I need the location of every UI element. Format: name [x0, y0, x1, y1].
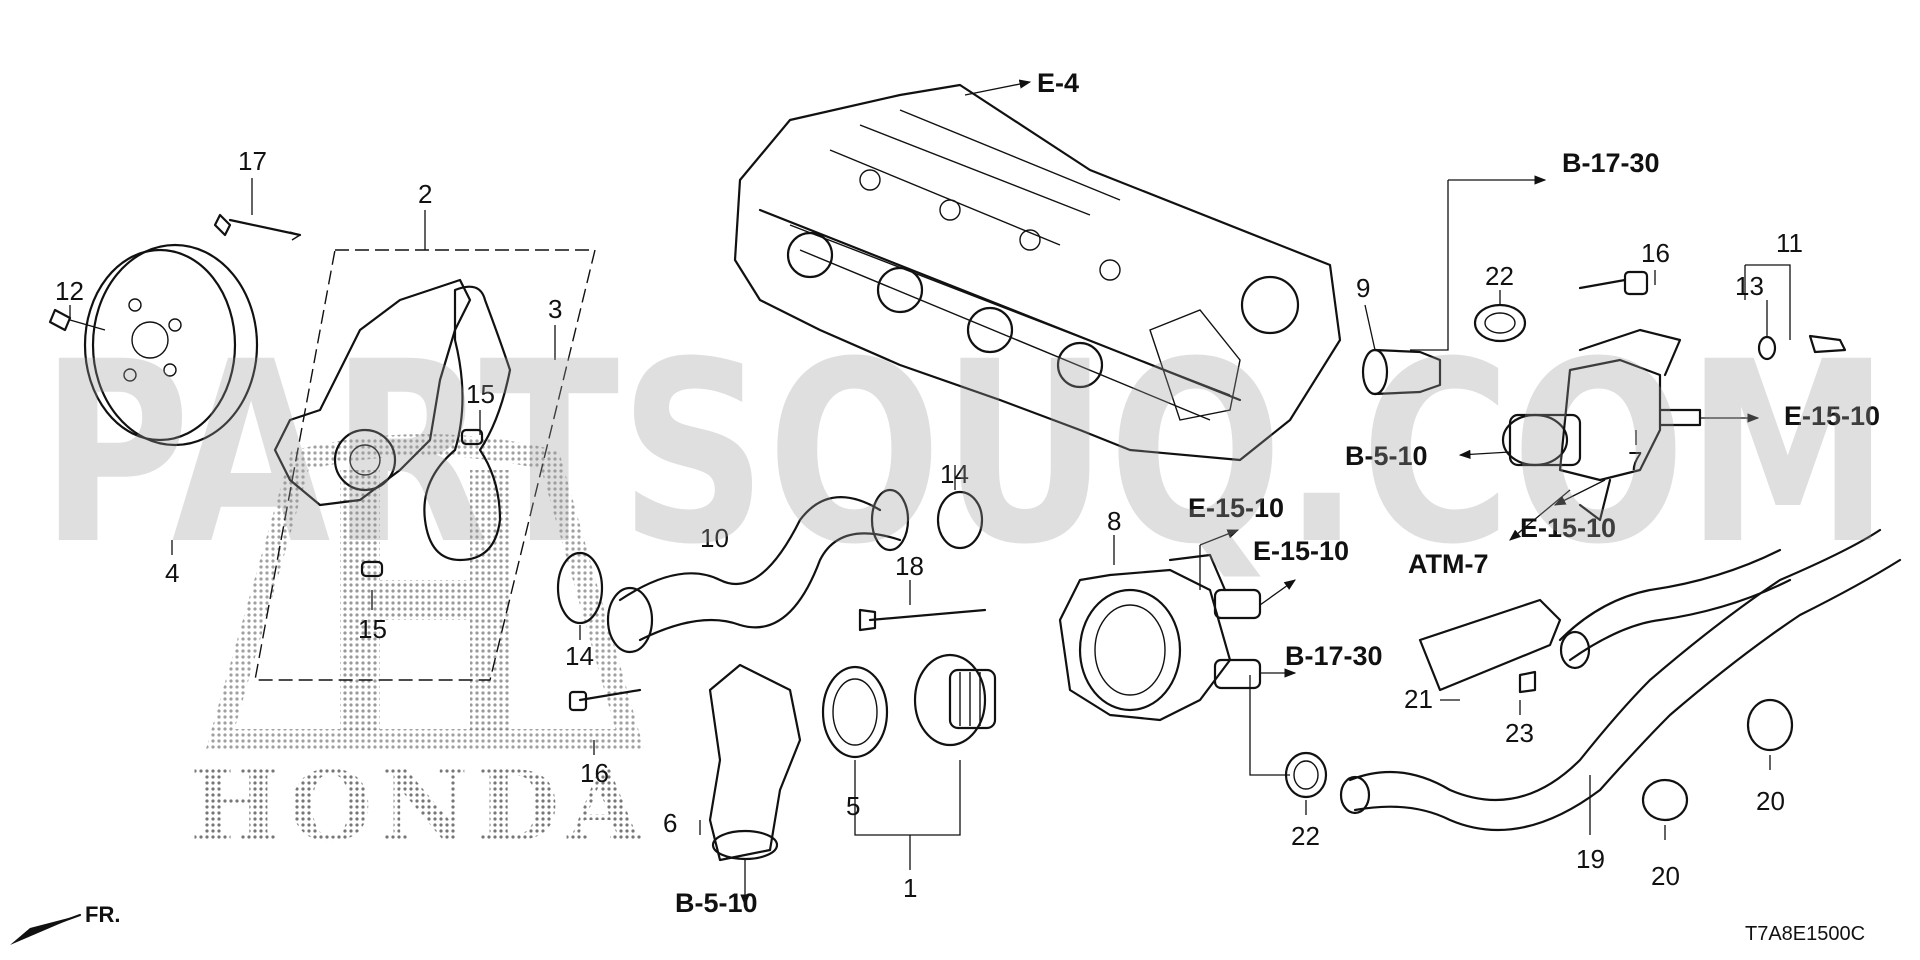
outlet-housing-drawing	[1501, 328, 1702, 522]
bracket-21-drawing	[1418, 598, 1562, 692]
part-15-upper: 15	[466, 379, 495, 409]
front-label: FR.	[85, 902, 120, 927]
water-inlet-drawing	[708, 663, 802, 862]
cylinder-head-drawing	[733, 83, 1342, 462]
part-9: 9	[1356, 273, 1370, 303]
ref-b-5-10-bottom: B-5-10	[675, 888, 758, 918]
part-20-left: 20	[1651, 861, 1680, 891]
ref-e-4: E-4	[1037, 68, 1079, 98]
part-1: 1	[903, 873, 917, 903]
sensor-drawing	[1808, 334, 1847, 354]
part-22-upper: 22	[1485, 261, 1514, 291]
leader-lines	[69, 178, 1791, 870]
honda-wordmark: HONDA	[190, 750, 650, 863]
part-7: 7	[1628, 446, 1642, 476]
ref-b-17-30-middle: B-17-30	[1285, 641, 1383, 671]
o-ring-right	[936, 490, 984, 550]
clamp-20-right-drawing	[1746, 698, 1794, 752]
honda-logo: HONDA	[190, 434, 650, 863]
part-5: 5	[846, 791, 860, 821]
part-19: 19	[1576, 844, 1605, 874]
part-21: 21	[1404, 684, 1433, 714]
ref-b-17-30-top: B-17-30	[1562, 148, 1660, 178]
clamp-20-left-drawing	[1641, 778, 1689, 822]
part-10: 10	[700, 523, 729, 553]
part-17: 17	[238, 146, 267, 176]
clamp-22-bottom-drawing	[1284, 751, 1328, 799]
part-16-right: 16	[1641, 238, 1670, 268]
thermostat-drawing	[913, 653, 997, 747]
ref-e-15-10-right: E-15-10	[1784, 401, 1880, 431]
diagram-code: T7A8E1500C	[1745, 923, 1865, 945]
part-16-left: 16	[580, 758, 609, 788]
hose-19-drawing	[1339, 528, 1902, 832]
ref-b-5-10-right: B-5-10	[1345, 441, 1428, 471]
part-15-lower: 15	[358, 614, 387, 644]
bolt-16-right	[1578, 278, 1627, 290]
bolt-16-left	[578, 688, 642, 702]
ref-e-15-10-middle: E-15-10	[1253, 536, 1349, 566]
thermostat-housing-drawing	[1058, 553, 1262, 722]
part-11: 11	[1776, 228, 1803, 258]
ref-e-15-10-upper: E-15-10	[1188, 493, 1284, 523]
ref-e-15-10-lower-right: E-15-10	[1520, 513, 1616, 543]
part-4: 4	[165, 558, 179, 588]
part-14-right: 14	[940, 459, 969, 489]
part-20-right: 20	[1756, 786, 1785, 816]
water-pump-assembly-outline	[254, 249, 596, 681]
bolt-18-drawing	[868, 608, 987, 622]
part-22-lower: 22	[1291, 821, 1320, 851]
pulley-drawing	[48, 243, 259, 447]
part-14-left: 14	[565, 641, 594, 671]
water-pipe-drawing	[618, 496, 882, 602]
part-13: 13	[1735, 271, 1764, 301]
part-6: 6	[663, 808, 677, 838]
part-18: 18	[895, 551, 924, 581]
part-12: 12	[55, 276, 84, 306]
part-8: 8	[1107, 506, 1121, 536]
bolt-23-drawing	[1518, 670, 1537, 694]
watermark: PARTSOUQ.COM	[40, 308, 1890, 599]
o-ring-left	[556, 551, 604, 625]
part-2: 2	[418, 179, 432, 209]
front-marker: FR.	[10, 902, 120, 945]
ref-atm-7: ATM-7	[1408, 549, 1489, 579]
part-number-labels: 17 2 3 12 15 15 4 14 14 10 18 8 16 6 5 1…	[55, 146, 1803, 903]
reference-labels: E-4 B-17-30 E-15-10 B-5-10 ATM-7 E-15-10…	[675, 68, 1880, 918]
reference-arrows	[740, 79, 1760, 907]
seal-5-drawing	[821, 665, 889, 759]
part-23: 23	[1505, 718, 1534, 748]
part-3: 3	[548, 294, 562, 324]
water-pump-drawing	[213, 213, 512, 578]
